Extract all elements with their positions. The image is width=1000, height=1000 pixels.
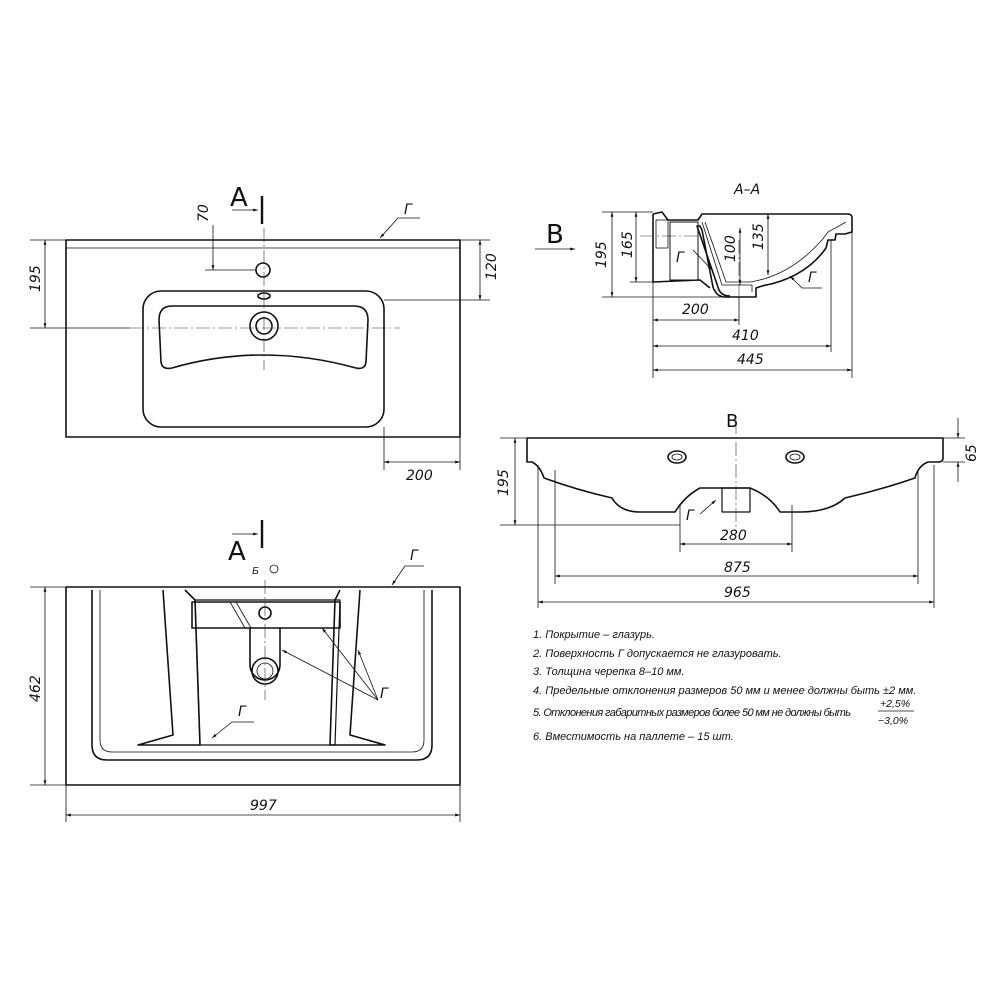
note-1: 1. Покрытие – глазурь. [533,629,655,641]
section-a-a: A–A B Г Г 195 165 100 135 200 410 445 [535,182,853,378]
dim-965: 965 [724,585,751,601]
section-title: A–A [733,182,760,198]
surface-label-top: Г [410,548,419,564]
dim-165: 165 [620,231,636,258]
top-outline [65,239,461,438]
dim-875: 875 [724,560,751,576]
surface-label-left: Г [676,250,685,266]
dim-120: 120 [484,253,500,280]
dim-462: 462 [28,675,44,702]
dim-195: 195 [496,469,512,496]
tolerance-upper: +2,5% [880,698,910,710]
bottom-outline [65,586,461,786]
view-title: B [726,411,738,432]
surface-label-right: Г [808,270,817,286]
note-4: 4. Предельные отклонения размеров 50 мм … [533,685,916,697]
surface-label-bottom: Г [238,704,247,720]
detail-label: Б [252,565,259,577]
dim-200-section: 200 [682,302,709,318]
dim-65: 65 [964,444,980,462]
top-view: A Г 195 120 70 200 [28,183,500,484]
dim-997: 997 [250,798,277,814]
dim-100: 100 [723,235,739,262]
surface-label-right: Г [380,686,389,702]
notes: 1. Покрытие – глазурь. 2. Поверхность Г … [532,629,916,743]
dim-135: 135 [751,223,767,250]
bottom-view: A Б Г Г Г 462 997 [28,520,461,822]
surface-label: Г [686,508,695,524]
dim-195: 195 [28,265,44,292]
section-profile [652,211,853,298]
view-b: B Г 195 65 280 875 965 [496,411,980,608]
note-6: 6. Вместимость на паллете – 15 шт. [533,731,734,743]
note-2: 2. Поверхность Г допускается не глазуров… [532,648,782,660]
dim-280: 280 [720,528,747,544]
basin-inner [158,305,369,370]
dim-200: 200 [406,468,433,484]
dim-70: 70 [196,204,212,222]
surface-label: Г [404,202,413,218]
dim-195: 195 [594,241,610,268]
dim-410: 410 [732,328,759,344]
detail-circle-icon [269,564,279,574]
view-arrow-label: B [546,220,564,250]
note-5: 5. Отклонения габаритных размеров более … [533,707,851,719]
note-3: 3. Толщина черепка 8–10 мм. [533,666,685,678]
section-label-a: A [230,183,248,213]
bowl-outline [142,290,385,428]
section-label-a: A [228,537,246,567]
dim-445: 445 [737,352,764,368]
tolerance-lower: −3,0% [878,715,908,727]
faucet-hole [255,262,271,278]
view-b-profile [526,437,944,513]
